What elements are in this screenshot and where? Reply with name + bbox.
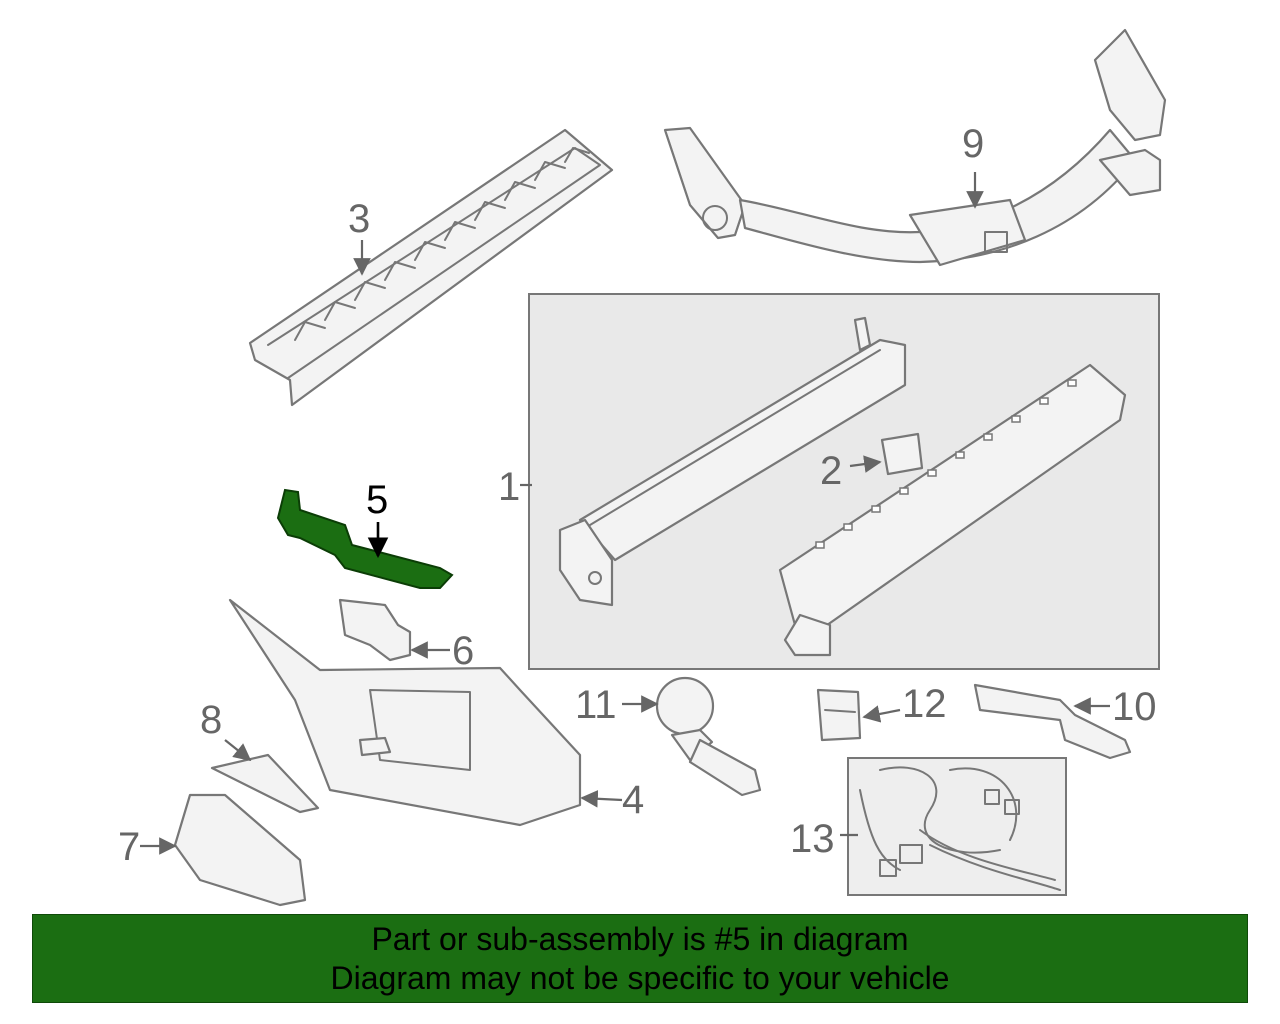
- part-1-bumper-assembly: [558, 316, 1127, 657]
- callout-8: 8: [200, 698, 222, 742]
- callout-labels: 3 9 1 2 5 6 4 8 7 11 12 10 13: [118, 122, 1157, 869]
- part-10-ball-mount: [973, 683, 1132, 760]
- part-3-step-pad: [248, 128, 614, 407]
- info-banner: Part or sub-assembly is #5 in diagram Di…: [32, 914, 1248, 1003]
- part-7-lamp-housing: [173, 793, 307, 907]
- leader-lines: [140, 172, 1110, 855]
- callout-7: 7: [118, 825, 140, 869]
- callout-9: 9: [962, 122, 984, 166]
- part-6-insert: [338, 598, 412, 662]
- part-12-connector: [816, 688, 862, 742]
- part-13-wiring-harness: [859, 766, 1061, 891]
- banner-line-part-number: Part or sub-assembly is #5 in diagram: [371, 920, 909, 957]
- callout-5: 5: [366, 478, 388, 522]
- callout-1: 1: [498, 465, 520, 509]
- part-5-bracket-highlighted: [276, 488, 454, 589]
- callout-11: 11: [575, 683, 617, 727]
- callout-10: 10: [1112, 685, 1157, 729]
- banner-line-disclaimer: Diagram may not be specific to your vehi…: [330, 959, 950, 996]
- callout-3: 3: [348, 197, 370, 241]
- part-9-tow-hitch: [663, 28, 1167, 267]
- callout-13: 13: [790, 817, 835, 861]
- part-4-side-cover: [228, 598, 582, 827]
- part-13-group-box: [847, 757, 1067, 896]
- callout-12: 12: [902, 682, 947, 726]
- callout-6: 6: [452, 629, 474, 673]
- part-11-hitch-ball: [655, 676, 762, 797]
- callout-4: 4: [622, 778, 644, 822]
- callout-2: 2: [820, 449, 842, 493]
